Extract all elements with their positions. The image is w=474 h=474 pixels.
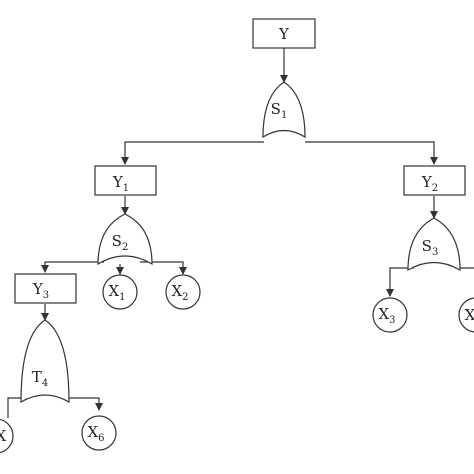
- arrow-s1-to-y1: [121, 141, 264, 165]
- gate-s1: S1: [262, 81, 306, 139]
- top-event-box: Y: [252, 18, 316, 49]
- svg-text:X: X: [0, 427, 7, 445]
- event-y2-box: Y2: [403, 165, 466, 196]
- basic-event-x6: X6: [81, 415, 117, 451]
- arrow-s2-to-y3: [41, 261, 104, 273]
- svg-text:S1: S1: [271, 100, 288, 121]
- svg-text:X3: X3: [378, 305, 395, 326]
- basic-event-right-partial: X: [458, 297, 474, 333]
- svg-text:X6: X6: [87, 423, 104, 444]
- arrow-t4-to-x6: [66, 397, 103, 411]
- svg-text:S2: S2: [112, 232, 129, 253]
- basic-event-x3: X3: [372, 297, 408, 333]
- arrow-s3-to-x3: [386, 267, 414, 297]
- line-t4-left: [7, 397, 25, 418]
- arrow-s1-to-y2: [305, 141, 438, 165]
- svg-text:Y2: Y2: [421, 173, 438, 194]
- basic-event-x2: X2: [165, 274, 201, 310]
- gate-s2: S2: [97, 213, 153, 266]
- svg-text:X: X: [465, 306, 474, 324]
- event-y1-box: Y1: [94, 165, 157, 196]
- event-y3-box: Y3: [14, 273, 77, 304]
- connectors: [7, 48, 474, 418]
- svg-text:X2: X2: [171, 282, 188, 303]
- gate-t4: T4: [20, 319, 70, 404]
- basic-event-x1: X1: [102, 274, 138, 310]
- top-event-label: Y: [278, 25, 290, 43]
- svg-text:Y1: Y1: [112, 173, 129, 194]
- svg-text:T4: T4: [32, 368, 48, 389]
- basic-event-left-partial: X: [0, 418, 14, 454]
- svg-text:X1: X1: [108, 282, 125, 303]
- gate-s3: S3: [407, 217, 461, 272]
- svg-text:Y: Y: [278, 25, 290, 43]
- arrow-s2-to-x2: [140, 261, 187, 275]
- svg-text:S3: S3: [422, 237, 439, 258]
- svg-text:Y3: Y3: [32, 280, 49, 301]
